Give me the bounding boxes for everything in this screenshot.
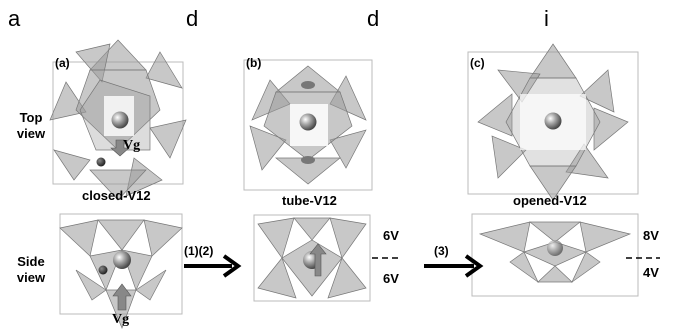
vg-arrow-side: [112, 283, 132, 311]
header-letter-i: i: [544, 6, 549, 31]
opened-top-view: [467, 43, 639, 201]
step-label-3: (3): [434, 244, 449, 258]
header-letter-a: a: [8, 6, 21, 31]
arrow-step-3: [424, 254, 484, 278]
row-label-top-view: Top view: [14, 110, 48, 142]
panel-tag-b: (b): [246, 56, 262, 70]
panel-tag-a: (a): [55, 56, 70, 70]
central-atom-tube: [299, 113, 317, 131]
row-label-top-view-word: view: [16, 126, 46, 141]
central-atom-opened-side: [547, 240, 563, 256]
vg-label-side: Vg: [112, 312, 129, 327]
voltage-opened-bottom: 4V: [643, 265, 659, 280]
voltage-tube-bottom: 6V: [383, 271, 399, 286]
step-label-1-2: (1)(2): [184, 244, 214, 258]
central-atom-closed-side: [113, 251, 131, 269]
row-label-side-view: Side view: [14, 254, 48, 286]
vg-label-top: Vg: [123, 138, 140, 153]
row-label-side-view-word: view: [16, 270, 46, 285]
row-label-top-word: Top: [19, 110, 43, 125]
caption-opened: opened-V12: [513, 193, 587, 208]
header-letter-d2: d: [367, 6, 380, 31]
caption-tube: tube-V12: [282, 193, 337, 208]
opened-side-view: [471, 213, 660, 297]
central-atom-opened: [544, 112, 562, 130]
caption-closed: closed-V12: [82, 188, 151, 203]
panel-tag-c: (c): [470, 56, 485, 70]
voltage-tube-top: 6V: [383, 228, 399, 243]
vg-arrow-top: [110, 139, 130, 157]
closed-side-view: Vg: [59, 213, 183, 329]
header-letter-d1: d: [186, 6, 199, 31]
closed-top-view: Vg: [49, 39, 187, 201]
row-label-side-word: Side: [17, 254, 45, 269]
tube-side-view: [253, 214, 400, 302]
arrow-step-1-2: [184, 254, 242, 278]
tube-top-view: [243, 59, 373, 191]
voltage-opened-top: 8V: [643, 228, 659, 243]
central-atom-closed: [111, 111, 129, 129]
